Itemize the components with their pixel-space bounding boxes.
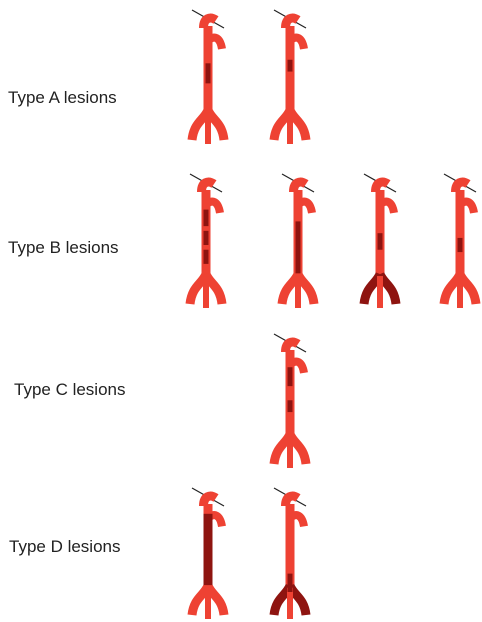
type-b-label: Type B lesions: [8, 238, 119, 257]
type-d-diagram-2: [269, 487, 311, 619]
aortic-stub: [199, 13, 219, 29]
lesion-segment: [203, 209, 209, 227]
aortic-stub: [199, 491, 219, 507]
aortic-stub: [289, 177, 309, 193]
center-stub: [287, 112, 293, 144]
center-stub: [287, 436, 293, 468]
aortic-stub: [281, 13, 301, 29]
center-stub: [287, 587, 293, 619]
type-b-diagram-4: [439, 173, 481, 308]
center-stub: [205, 587, 211, 619]
lesion-segment: [287, 573, 293, 592]
trunk: [285, 350, 295, 439]
aortic-stub: [281, 491, 301, 507]
type-c-diagram-1: [269, 333, 311, 468]
type-b-diagram-2: [277, 173, 319, 308]
center-stub: [205, 112, 211, 144]
center-stub: [377, 276, 383, 308]
lesion-segment: [287, 400, 293, 413]
aortic-stub: [451, 177, 471, 193]
lesion-segment: [287, 367, 293, 387]
type-a-diagram-2: [269, 9, 311, 144]
center-stub: [295, 276, 301, 308]
lesion-segment: [287, 59, 293, 72]
center-stub: [203, 276, 209, 308]
aortic-stub: [281, 337, 301, 353]
trunk: [455, 190, 465, 279]
lesion-segment: [295, 221, 301, 274]
lesion-segment: [205, 63, 211, 84]
occluded-segment: [203, 513, 213, 586]
lesion-segment: [203, 249, 209, 264]
center-stub: [457, 276, 463, 308]
type-b-diagram-3: [359, 173, 401, 308]
type-c-label: Type C lesions: [14, 380, 126, 399]
aortic-stub: [371, 177, 391, 193]
trunk: [285, 504, 295, 590]
type-a-diagram-1: [187, 9, 229, 144]
lesion-segment: [377, 233, 383, 250]
lesion-segment: [203, 230, 209, 245]
aortic-stub: [197, 177, 217, 193]
lesion-segment: [457, 237, 463, 253]
type-b-diagram-1: [185, 173, 227, 308]
type-d-label: Type D lesions: [9, 537, 121, 556]
type-a-label: Type A lesions: [8, 88, 117, 107]
type-d-diagram-1: [187, 487, 229, 619]
